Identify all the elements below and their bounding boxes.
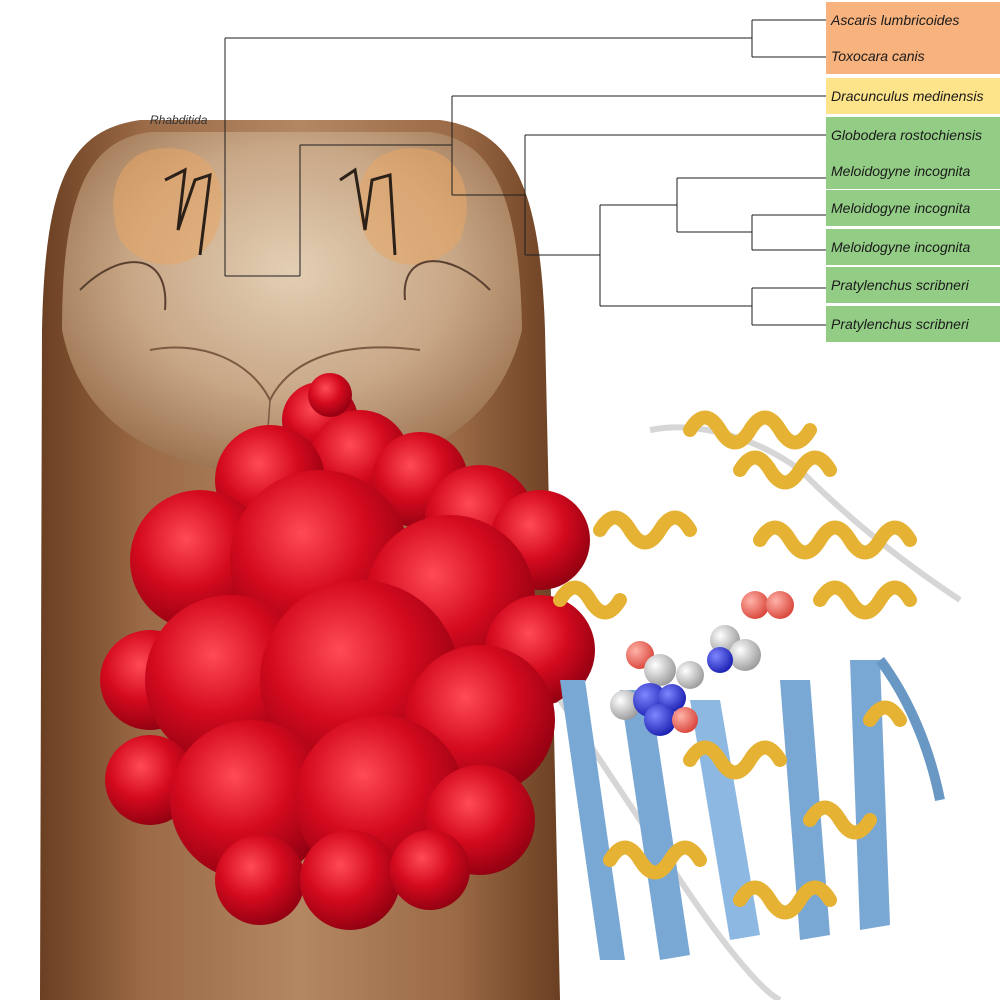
leaf-label: Pratylenchus scribneri (826, 306, 1000, 342)
tree-branch (751, 287, 826, 326)
leaf-label: Ascaris lumbricoides (826, 2, 1000, 38)
tree-branch (299, 144, 452, 276)
phylogenetic-tree (224, 19, 826, 326)
leaf-label: Meloidogyne incognita (826, 153, 1000, 189)
leaf-label: Globodera rostochiensis (826, 117, 1000, 153)
leaf-label: Dracunculus medinensis (826, 78, 1000, 114)
protein-ribbon-render (553, 410, 962, 1000)
tree-branch (751, 19, 826, 58)
leaf-label: Meloidogyne incognita (826, 229, 1000, 265)
leaf-label: Toxocara canis (826, 38, 1000, 74)
ligand-spheres (610, 591, 794, 736)
tree-branch (224, 38, 300, 277)
tree-branch (524, 134, 826, 256)
protein-surface-render (100, 373, 595, 930)
clade-label: Rhabditida (150, 113, 208, 127)
leaf-label: Pratylenchus scribneri (826, 267, 1000, 303)
tree-branch (751, 214, 826, 251)
leaf-label: Meloidogyne incognita (826, 190, 1000, 226)
tree-branch (599, 204, 752, 307)
